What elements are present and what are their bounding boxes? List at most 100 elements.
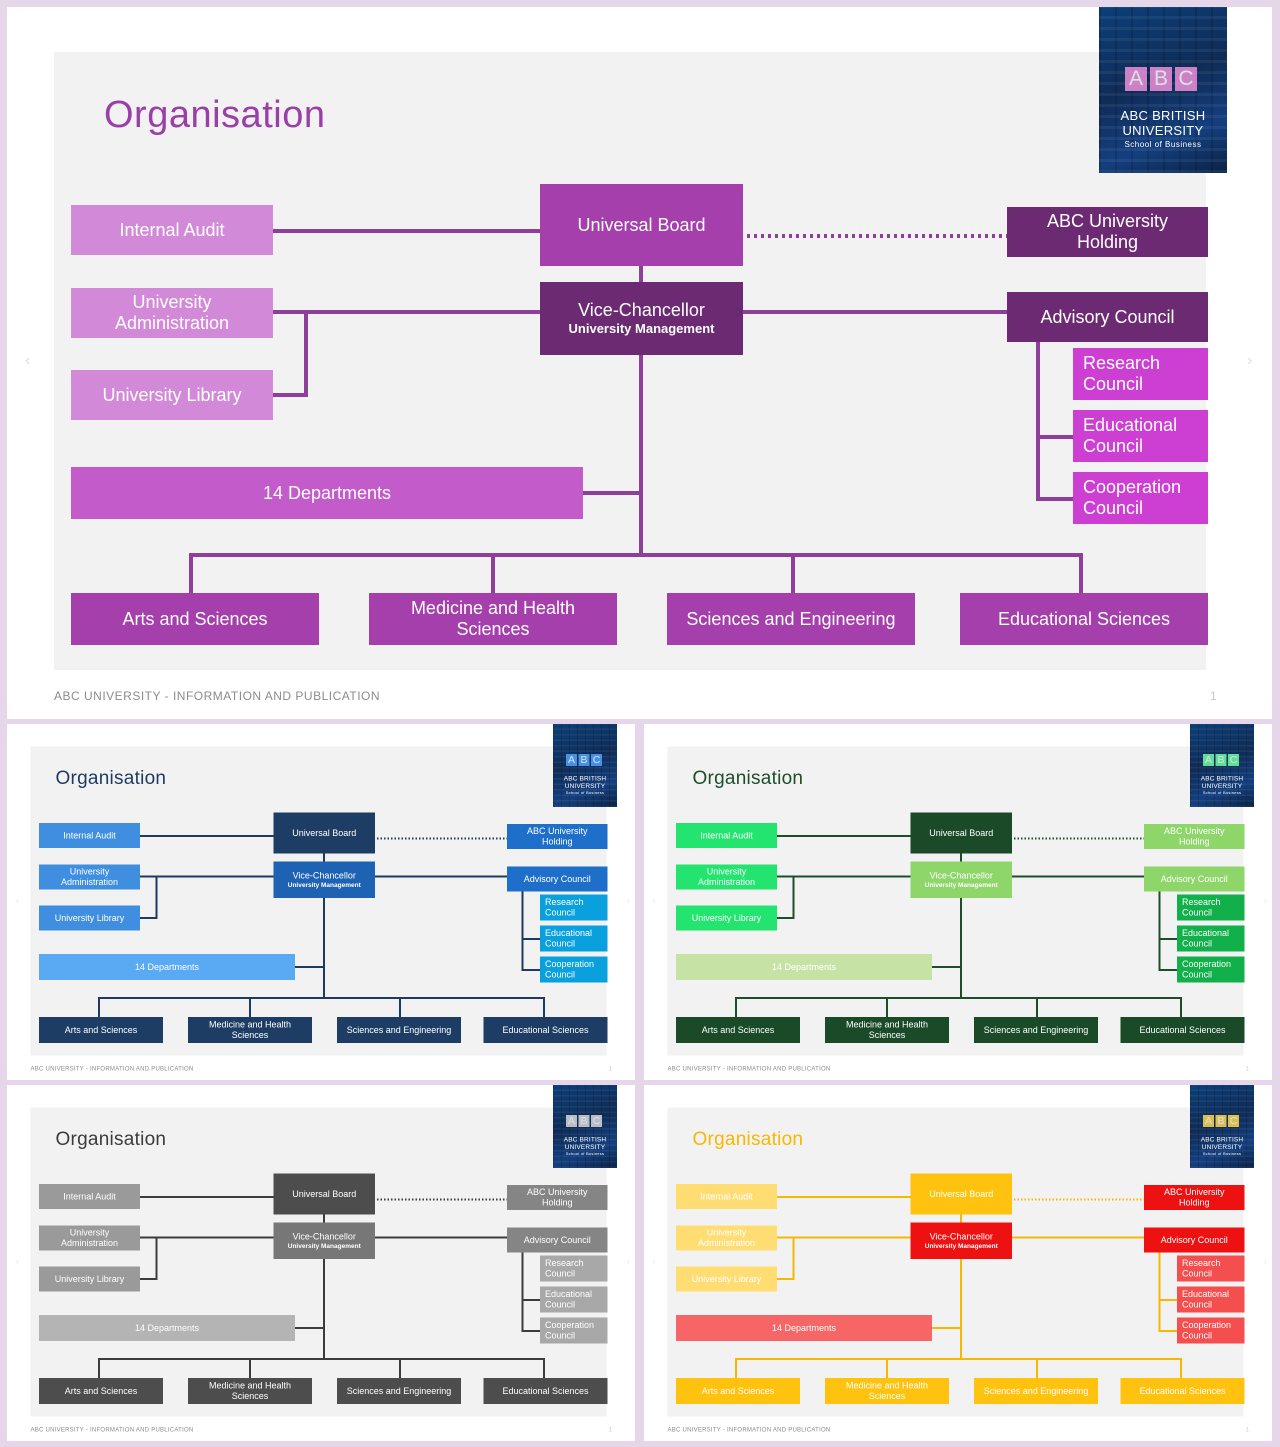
prev-slide-arrow-icon[interactable]: ‹ xyxy=(653,896,656,906)
slide-title: Organisation xyxy=(692,767,804,789)
advisory-council-box: Advisory Council xyxy=(1007,292,1208,342)
university-management-label: University Management xyxy=(568,321,715,336)
university-administration-box: University Administration xyxy=(71,288,273,338)
university-management-label: University Management xyxy=(924,881,998,889)
abc-university-logo: A B C ABC BRITISH UNIVERSITY School of B… xyxy=(1190,1085,1254,1168)
universal-board-box: Universal Board xyxy=(540,184,743,266)
prev-slide-arrow-icon[interactable]: ‹ xyxy=(16,1257,19,1267)
university-library-box: University Library xyxy=(676,905,777,931)
university-management-label: University Management xyxy=(287,1242,361,1250)
prev-slide-arrow-icon[interactable]: ‹ xyxy=(653,1257,656,1267)
university-library-box: University Library xyxy=(39,905,140,931)
page-number: 1 xyxy=(608,1426,612,1433)
next-slide-arrow-icon[interactable]: › xyxy=(1264,896,1267,906)
universal-board-box: Universal Board xyxy=(910,812,1012,854)
university-management-label: University Management xyxy=(287,881,361,889)
slide-green-variant[interactable]: Organisation Intern xyxy=(644,724,1272,1080)
vice-chancellor-title: Vice-Chancellor xyxy=(929,1231,993,1242)
next-slide-arrow-icon[interactable]: › xyxy=(1247,352,1253,369)
arts-and-sciences-box: Arts and Sciences xyxy=(676,1378,800,1404)
educational-council-box: Educational Council xyxy=(1177,1286,1245,1313)
slide-content-area xyxy=(30,1107,607,1417)
slide-title: Organisation xyxy=(55,1128,167,1150)
logo-name-line2: UNIVERSITY xyxy=(1201,1143,1243,1151)
logo-letter-c: C xyxy=(591,754,602,766)
logo-subtitle: School of Business xyxy=(565,1151,605,1157)
educational-sciences-box: Educational Sciences xyxy=(1120,1378,1245,1404)
internal-audit-box: Internal Audit xyxy=(71,205,273,255)
abc-university-logo: A B C ABC BRITISH UNIVERSITY School of B… xyxy=(553,724,617,807)
logo-letter-a: A xyxy=(1203,1115,1214,1127)
abc-university-logo: A B C ABC BRITISH UNIVERSITY School of B… xyxy=(1099,7,1227,173)
universal-board-box: Universal Board xyxy=(273,812,375,854)
slide-content-area xyxy=(667,1107,1244,1417)
sciences-and-engineering-box: Sciences and Engineering xyxy=(337,1017,461,1043)
logo-subtitle: School of Business xyxy=(565,790,605,796)
educational-council-box: Educational Council xyxy=(1177,925,1245,952)
slide-blue-variant[interactable]: Organisation Intern xyxy=(7,724,635,1080)
educational-sciences-box: Educational Sciences xyxy=(1120,1017,1245,1043)
logo-letter-a: A xyxy=(566,1115,577,1127)
slide-yellow-red-variant[interactable]: Organisation Intern xyxy=(644,1085,1272,1441)
page-number: 1 xyxy=(1210,689,1217,703)
abc-university-holding-box: ABC University Holding xyxy=(1007,207,1208,257)
research-council-box: Research Council xyxy=(1177,1255,1245,1282)
cooperation-council-box: Cooperation Council xyxy=(1073,472,1208,524)
logo-university-name: ABC BRITISH UNIVERSITY xyxy=(1099,108,1227,138)
logo-letter-a: A xyxy=(566,754,577,766)
logo-name-line2: UNIVERSITY xyxy=(564,782,606,790)
abc-university-logo: A B C ABC BRITISH UNIVERSITY School of B… xyxy=(553,1085,617,1168)
medicine-and-health-sciences-box: Medicine and Health Sciences xyxy=(369,593,617,645)
research-council-box: Research Council xyxy=(540,1255,608,1282)
logo-letter-b: B xyxy=(1150,67,1172,91)
educational-sciences-box: Educational Sciences xyxy=(483,1017,608,1043)
vice-chancellor-title: Vice-Chancellor xyxy=(929,870,993,881)
prev-slide-arrow-icon[interactable]: ‹ xyxy=(25,352,31,369)
slide-footer: ABC UNIVERSITY - INFORMATION AND PUBLICA… xyxy=(667,1065,831,1072)
departments-box: 14 Departments xyxy=(39,1315,295,1341)
abc-university-logo: A B C ABC BRITISH UNIVERSITY School of B… xyxy=(1190,724,1254,807)
logo-letter-b: B xyxy=(578,1115,590,1127)
next-slide-arrow-icon[interactable]: › xyxy=(627,896,630,906)
cooperation-council-box: Cooperation Council xyxy=(1177,956,1245,983)
university-library-box: University Library xyxy=(39,1266,140,1292)
logo-letter-b: B xyxy=(578,754,590,766)
next-slide-arrow-icon[interactable]: › xyxy=(627,1257,630,1267)
slide-content-area xyxy=(54,52,1206,670)
logo-name-line1: ABC BRITISH xyxy=(1200,1135,1244,1144)
educational-council-box: Educational Council xyxy=(540,1286,608,1313)
logo-letter-a: A xyxy=(1125,67,1147,91)
advisory-council-box: Advisory Council xyxy=(1144,866,1245,892)
slide-title: Organisation xyxy=(104,94,326,136)
page-number: 1 xyxy=(1245,1426,1249,1433)
university-library-box: University Library xyxy=(71,370,273,420)
logo-subtitle: School of Business xyxy=(1202,790,1242,796)
slide-gray-variant[interactable]: Organisation Intern xyxy=(7,1085,635,1441)
logo-university-name: ABC BRITISH UNIVERSITY xyxy=(553,1136,617,1151)
medicine-and-health-sciences-box: Medicine and Health Sciences xyxy=(188,1378,312,1404)
educational-council-box: Educational Council xyxy=(540,925,608,952)
vice-chancellor-title: Vice-Chancellor xyxy=(292,870,356,881)
university-management-label: University Management xyxy=(924,1242,998,1250)
slide-footer: ABC UNIVERSITY - INFORMATION AND PUBLICA… xyxy=(54,689,381,703)
logo-letters: A B C xyxy=(1203,1115,1239,1127)
medicine-and-health-sciences-box: Medicine and Health Sciences xyxy=(825,1378,949,1404)
internal-audit-box: Internal Audit xyxy=(39,823,140,848)
logo-letter-b: B xyxy=(1215,754,1227,766)
slide-footer: ABC UNIVERSITY - INFORMATION AND PUBLICA… xyxy=(30,1065,194,1072)
medicine-and-health-sciences-box: Medicine and Health Sciences xyxy=(188,1017,312,1043)
slide-canvas: Organisation Intern xyxy=(644,1085,1272,1441)
university-administration-box: University Administration xyxy=(676,864,777,890)
prev-slide-arrow-icon[interactable]: ‹ xyxy=(16,896,19,906)
educational-sciences-box: Educational Sciences xyxy=(483,1378,608,1404)
logo-letter-c: C xyxy=(1175,67,1197,91)
logo-name-line2: UNIVERSITY xyxy=(1122,123,1204,138)
slide-purple-large[interactable]: Organisation Intern xyxy=(7,7,1272,719)
logo-letters: A B C xyxy=(566,754,602,766)
logo-name-line2: UNIVERSITY xyxy=(1201,782,1243,790)
page-number: 1 xyxy=(1245,1065,1249,1072)
slide-title: Organisation xyxy=(692,1128,804,1150)
logo-subtitle: School of Business xyxy=(1202,1151,1242,1157)
next-slide-arrow-icon[interactable]: › xyxy=(1264,1257,1267,1267)
abc-university-holding-box: ABC University Holding xyxy=(1144,824,1245,849)
